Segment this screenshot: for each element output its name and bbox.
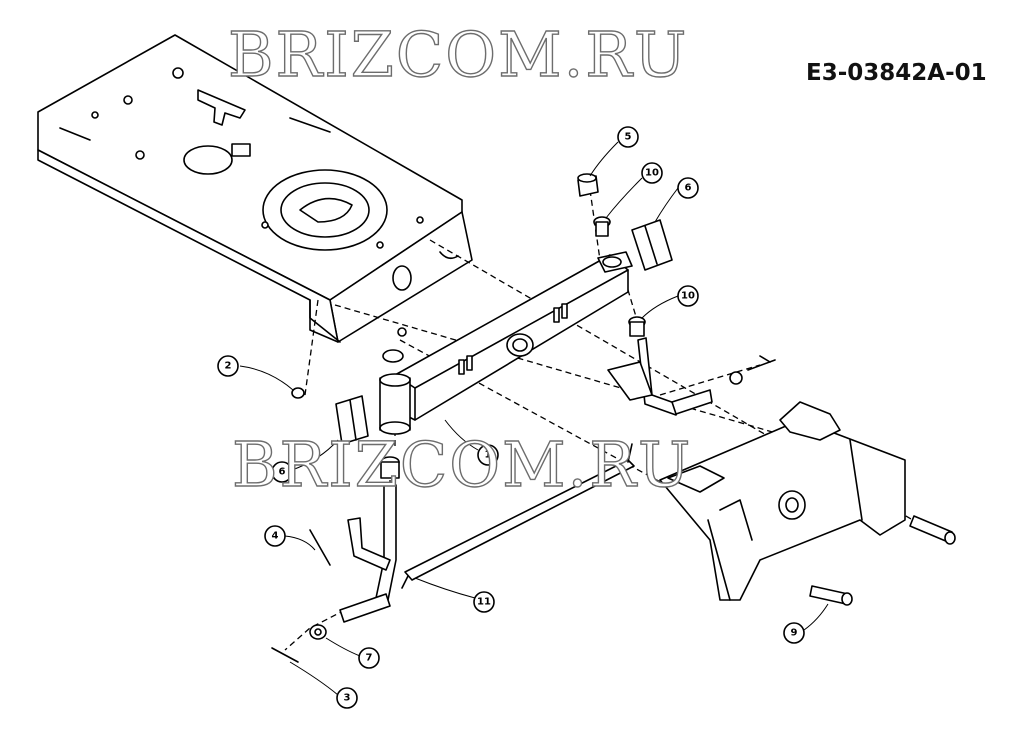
- callout-10b-label: 10: [681, 291, 695, 302]
- callout-5: 5: [589, 126, 639, 177]
- callout-2-label: 2: [225, 361, 232, 372]
- right-spindle: [607, 337, 776, 416]
- watermark-middle: BRIZCOM.RU: [231, 427, 693, 501]
- callout-1-label: 1: [485, 450, 492, 461]
- callout-6a: 6: [654, 177, 699, 223]
- callout-10b: 10: [641, 285, 699, 319]
- front-axle: [379, 251, 633, 435]
- callout-9-label: 9: [791, 628, 798, 639]
- callout-2: 2: [217, 355, 294, 391]
- callout-9: 9: [783, 603, 829, 644]
- callout-3: 3: [289, 661, 358, 709]
- callout-5-label: 5: [625, 132, 632, 143]
- left-spindle: [271, 484, 397, 663]
- document-code: E3-03842A-01: [806, 60, 987, 86]
- callout-6a-label: 6: [685, 183, 692, 194]
- callout-11-label: 11: [477, 597, 491, 608]
- callout-1: 1: [444, 419, 499, 466]
- callout-6b-label: 6: [279, 467, 286, 478]
- callout-4: 4: [264, 525, 316, 551]
- callout-11: 11: [414, 577, 495, 613]
- callout-7: 7: [325, 637, 380, 669]
- callout-4-label: 4: [272, 531, 279, 542]
- watermark-top: BRIZCOM.RU: [227, 17, 689, 91]
- callout-3-label: 3: [344, 693, 351, 704]
- callout-7-label: 7: [366, 653, 373, 664]
- callout-10a-label: 10: [645, 168, 659, 179]
- callout-6b: 6: [271, 439, 339, 483]
- hardware: [291, 355, 771, 566]
- bushings: [335, 173, 673, 479]
- axle-support-bracket: [659, 401, 956, 606]
- callout-10a: 10: [605, 162, 663, 219]
- chassis-frame: [37, 34, 473, 343]
- tie-rod: [401, 443, 635, 589]
